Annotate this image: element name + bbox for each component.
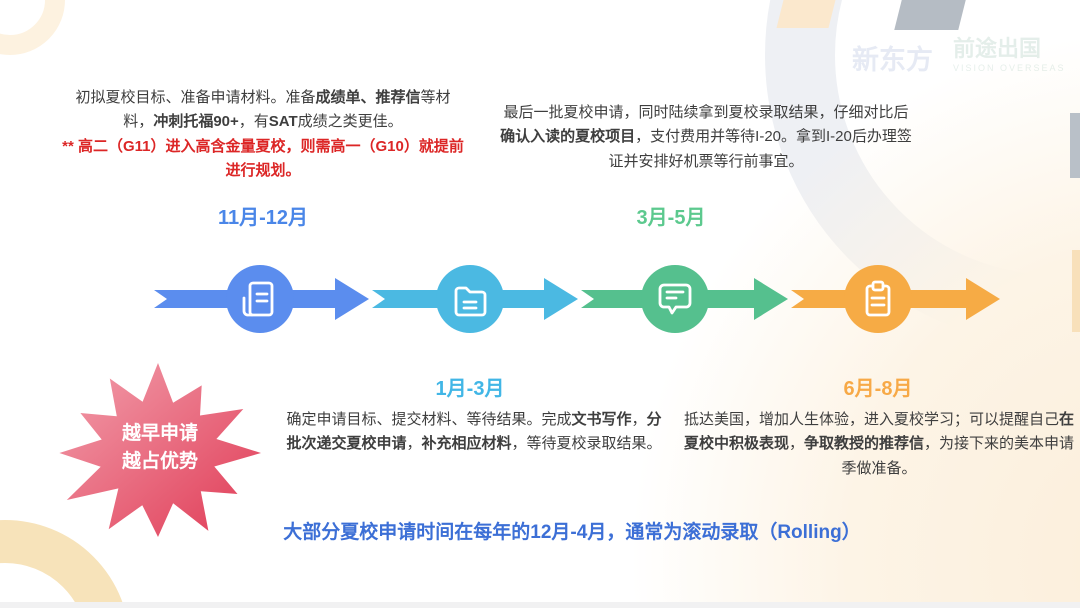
chat-bubble-icon (658, 283, 692, 315)
slide-bottom-edge (0, 602, 1080, 608)
top-gray-shape (894, 0, 966, 30)
badge-line1: 越早申请 (121, 423, 198, 444)
stage1-description: 初拟夏校目标、准备申请材料。准备成绩单、推荐信等材料，冲刺托福90+，有SAT成… (75, 89, 451, 131)
stage2-period-label: 1月-3月 (435, 378, 505, 400)
stage1-period-label: 11月-12月 (217, 207, 309, 229)
footer-note: 大部分夏校申请时间在每年的12月-4月，通常为滚动录取（Rolling） (283, 522, 861, 543)
right-edge-gray-bar (1070, 113, 1080, 178)
stage1-red-note: ** 高二（G11）进入高含金量夏校，则需高一（G10）就提前进行规划。 (62, 137, 464, 179)
starburst-badge (59, 363, 262, 537)
stage2-node (436, 265, 504, 333)
watermark-program-text: 前途出国 (953, 36, 1042, 61)
stage3-period-label: 3月-5月 (636, 207, 706, 229)
stage2-description: 确定申请目标、提交材料、等待结果。完成文书写作，分批次递交夏校申请，补充相应材料… (286, 411, 662, 453)
starburst-badge-text: 越早申请 越占优势 (85, 420, 235, 475)
stage1-description-block: 初拟夏校目标、准备申请材料。准备成绩单、推荐信等材料，冲刺托福90+，有SAT成… (62, 86, 464, 183)
stage2-description-block: 确定申请目标、提交材料、等待结果。完成文书写作，分批次递交夏校申请，补充相应材料… (285, 408, 663, 457)
stage4-description-block: 抵达美国，增加人生体验，进入夏校学习；可以提醒自己在夏校中积极表现，争取教授的推… (683, 408, 1075, 481)
stage1-node (226, 265, 294, 333)
top-cream-shape (776, 0, 836, 28)
brand-watermark: 新东方 前途出国 VISION OVERSEAS (852, 38, 1066, 77)
stage4-period-label: 6月-8月 (843, 378, 913, 400)
stage3-description: 最后一批夏校申请，同时陆续拿到夏校录取结果，仔细对比后确认入读的夏校项目，支付费… (500, 104, 912, 170)
stage3-description-block: 最后一批夏校申请，同时陆续拿到夏校录取结果，仔细对比后确认入读的夏校项目，支付费… (500, 101, 912, 174)
starburst-shape (59, 363, 262, 537)
watermark-brand-text: 新东方 (852, 45, 933, 75)
document-icon (242, 281, 274, 317)
right-edge-cream-bar (1072, 250, 1080, 332)
clipboard-icon (865, 280, 891, 317)
top-left-cream-ring (0, 0, 65, 55)
timeline-graphic (154, 265, 1000, 333)
watermark-program-subtext: VISION OVERSEAS (953, 63, 1066, 73)
folder-icon (454, 286, 487, 317)
badge-line2: 越占优势 (121, 450, 198, 472)
stage4-description: 抵达美国，增加人生体验，进入夏校学习；可以提醒自己在夏校中积极表现，争取教授的推… (683, 411, 1075, 477)
